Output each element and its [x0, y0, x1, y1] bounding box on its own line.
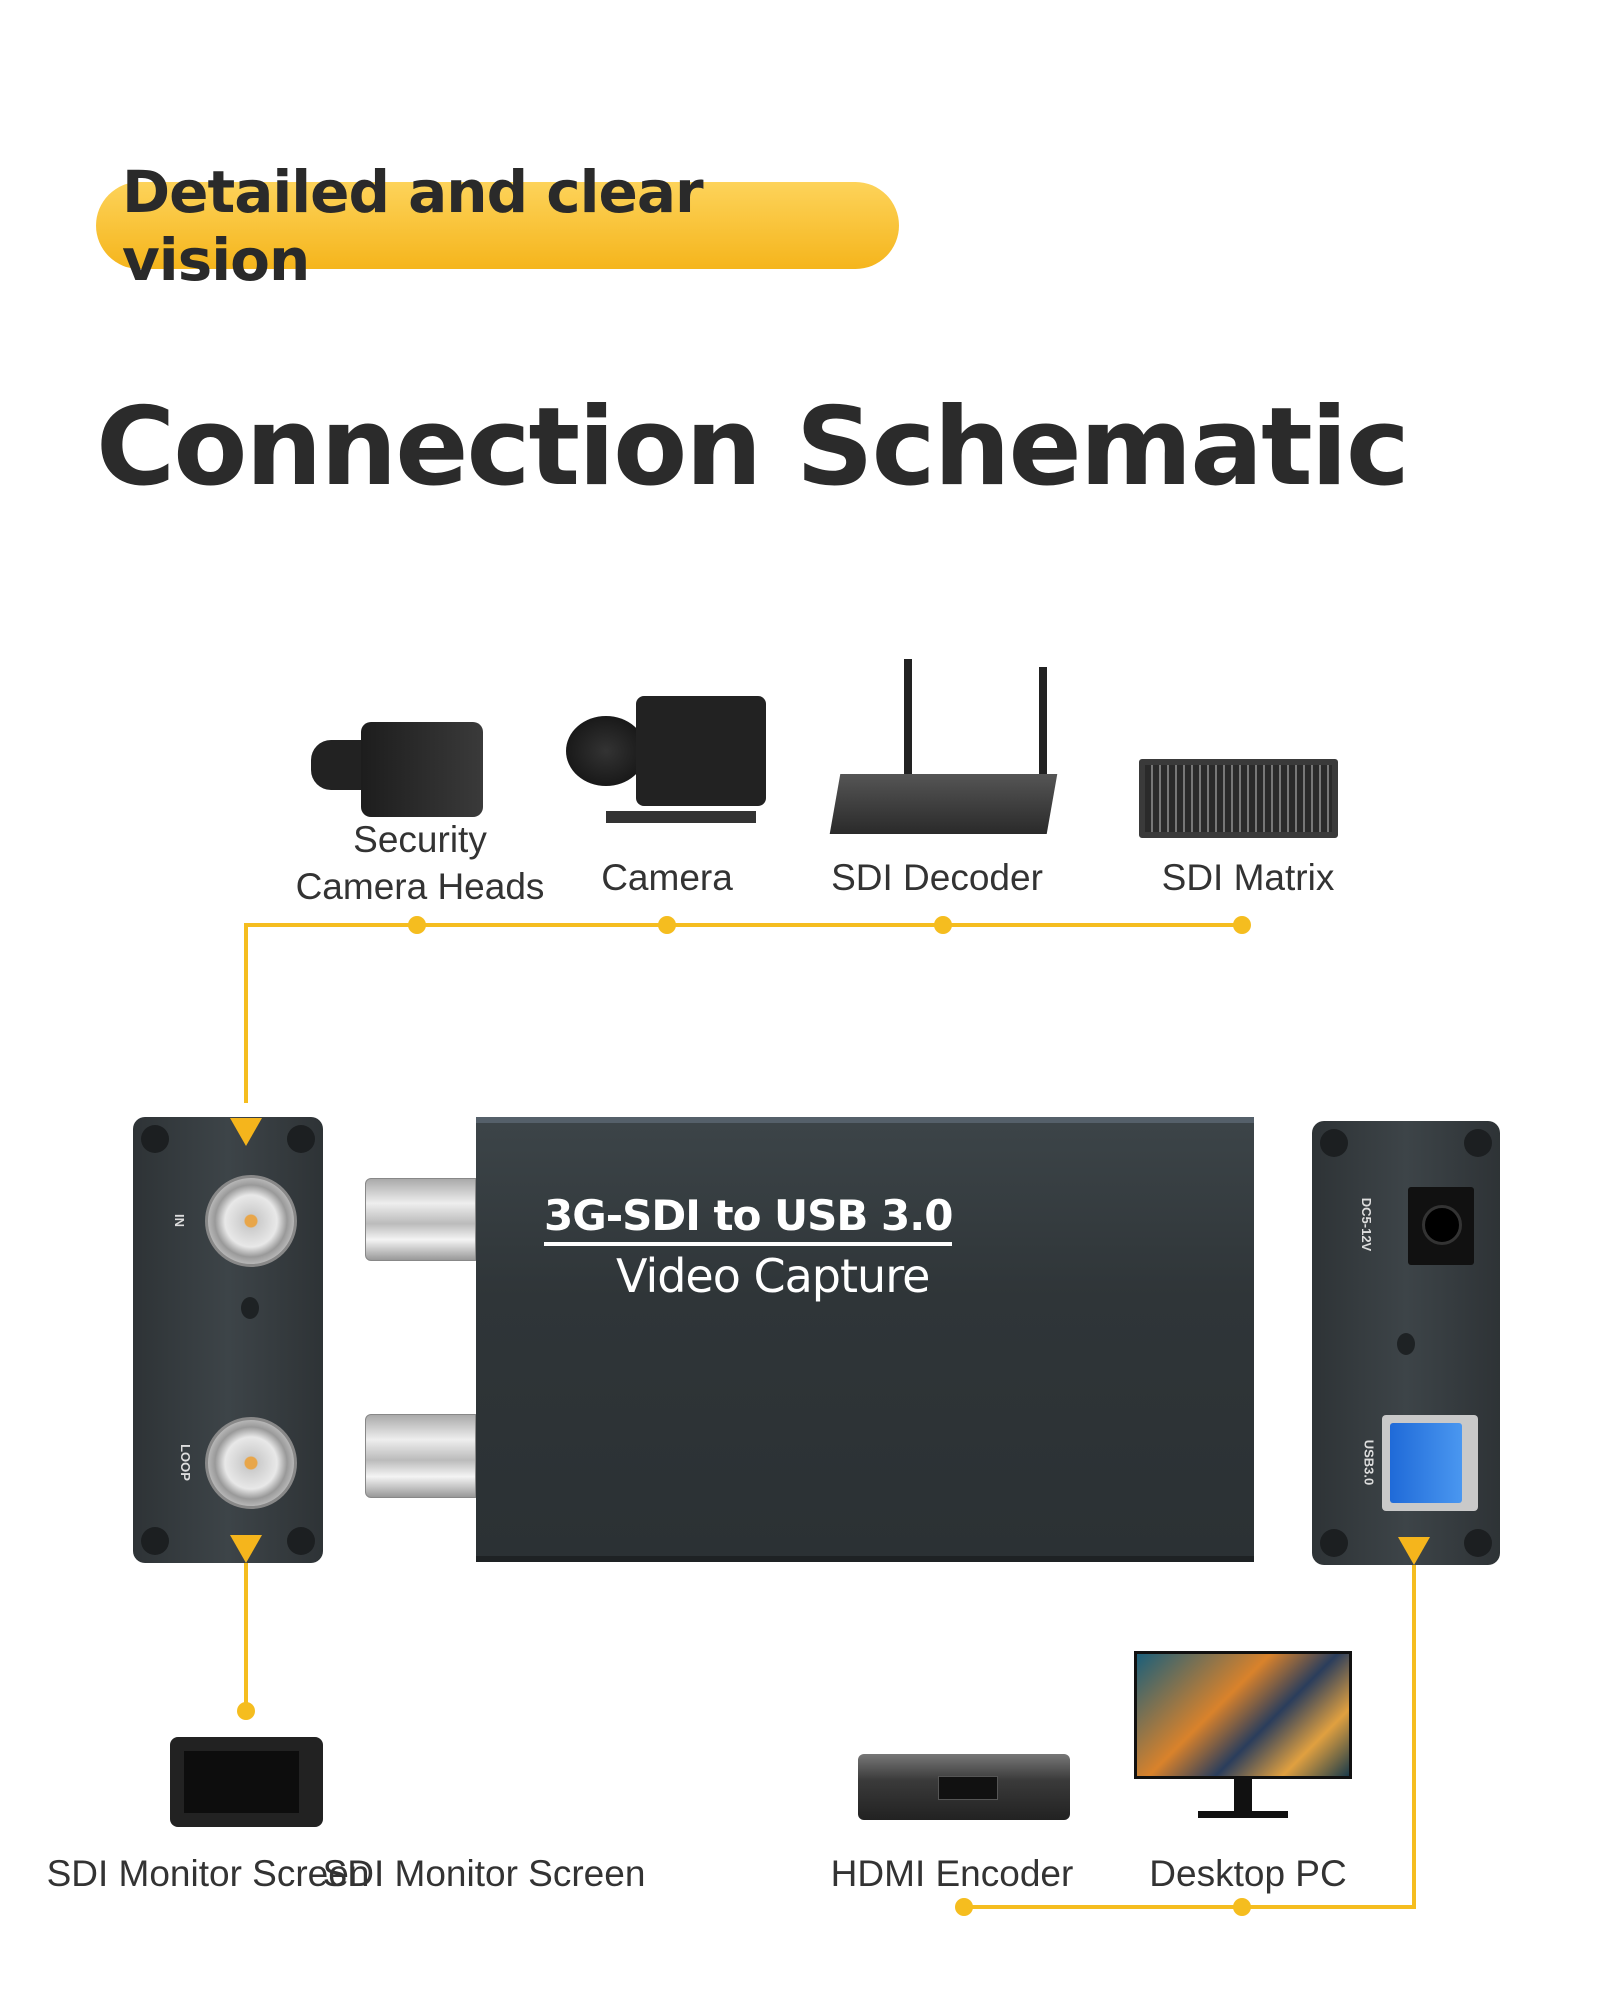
port-label-power: DC5-12V	[1359, 1197, 1375, 1252]
usb-output-line	[1412, 1565, 1416, 1909]
page-title: Connection Schematic	[96, 385, 1410, 510]
input-drop-line	[244, 923, 248, 1103]
connector-dot	[408, 916, 426, 934]
sdi-monitor-image	[170, 1737, 323, 1827]
label-line: Security	[353, 819, 487, 860]
screw-icon	[1464, 1129, 1492, 1157]
bnc-connector	[365, 1178, 476, 1261]
screw-icon	[1320, 1129, 1348, 1157]
connector-dot	[237, 1702, 255, 1720]
port-label-usb: USB3.0	[1361, 1439, 1377, 1486]
led-indicator	[1397, 1333, 1415, 1355]
screw-icon	[287, 1527, 315, 1555]
source-label-camera: Camera	[601, 857, 733, 898]
output-label-sdi-monitor: SDI Monitor Screen	[46, 1853, 370, 1894]
dc-power-jack	[1408, 1187, 1474, 1265]
port-label-loop: LOOP	[177, 1444, 193, 1481]
bnc-loop-port	[205, 1417, 297, 1509]
banner-text: Detailed and clear vision	[122, 157, 704, 294]
arrow-down-icon	[230, 1535, 262, 1563]
security-camera-image	[311, 722, 483, 817]
connector-dot	[934, 916, 952, 934]
desktop-pc-image	[1134, 1651, 1352, 1820]
output-label-sdi-monitor-duplicate: SDI Monitor Screen	[322, 1853, 646, 1894]
screw-icon	[1320, 1529, 1348, 1557]
banner-pill: Detailed and clear vision	[96, 158, 899, 294]
loop-output-line	[244, 1563, 248, 1711]
device-title-line1: 3G-SDI to USB 3.0	[544, 1191, 953, 1246]
arrow-down-icon	[230, 1118, 262, 1146]
hdmi-encoder-image	[858, 1754, 1070, 1820]
output-label-desktop-pc: Desktop PC	[1149, 1853, 1347, 1894]
screw-icon	[141, 1527, 169, 1555]
connector-dot	[955, 1898, 973, 1916]
camera-image	[566, 666, 774, 829]
screw-icon	[141, 1125, 169, 1153]
capture-device-body: 3G-SDI to USB 3.0 Video Capture	[476, 1117, 1254, 1562]
sdi-matrix-image	[1139, 759, 1338, 838]
device-title-line2: Video Capture	[616, 1249, 930, 1303]
output-bus-line	[964, 1905, 1416, 1909]
connector-dot	[1233, 916, 1251, 934]
bnc-connector	[365, 1414, 476, 1498]
label-line: Camera Heads	[295, 866, 545, 907]
arrow-down-icon	[1398, 1537, 1430, 1565]
screw-icon	[287, 1125, 315, 1153]
source-label-sdi-decoder: SDI Decoder	[831, 857, 1043, 898]
bnc-in-port	[205, 1175, 297, 1267]
source-label-sdi-matrix: SDI Matrix	[1161, 857, 1335, 898]
port-label-in: IN	[172, 1214, 187, 1227]
screw-icon	[1464, 1529, 1492, 1557]
connector-dot	[1233, 1898, 1251, 1916]
connector-dot	[658, 916, 676, 934]
led-indicator	[241, 1297, 259, 1319]
usb3-port	[1382, 1415, 1478, 1511]
output-label-hdmi-encoder: HDMI Encoder	[830, 1853, 1074, 1894]
device-input-panel: IN LOOP	[133, 1117, 323, 1563]
sdi-decoder-image	[829, 659, 1058, 838]
input-bus-line	[244, 923, 1244, 927]
source-label-security-camera: Security Camera Heads	[296, 816, 545, 910]
device-output-panel: DC5-12V USB3.0	[1312, 1121, 1500, 1565]
